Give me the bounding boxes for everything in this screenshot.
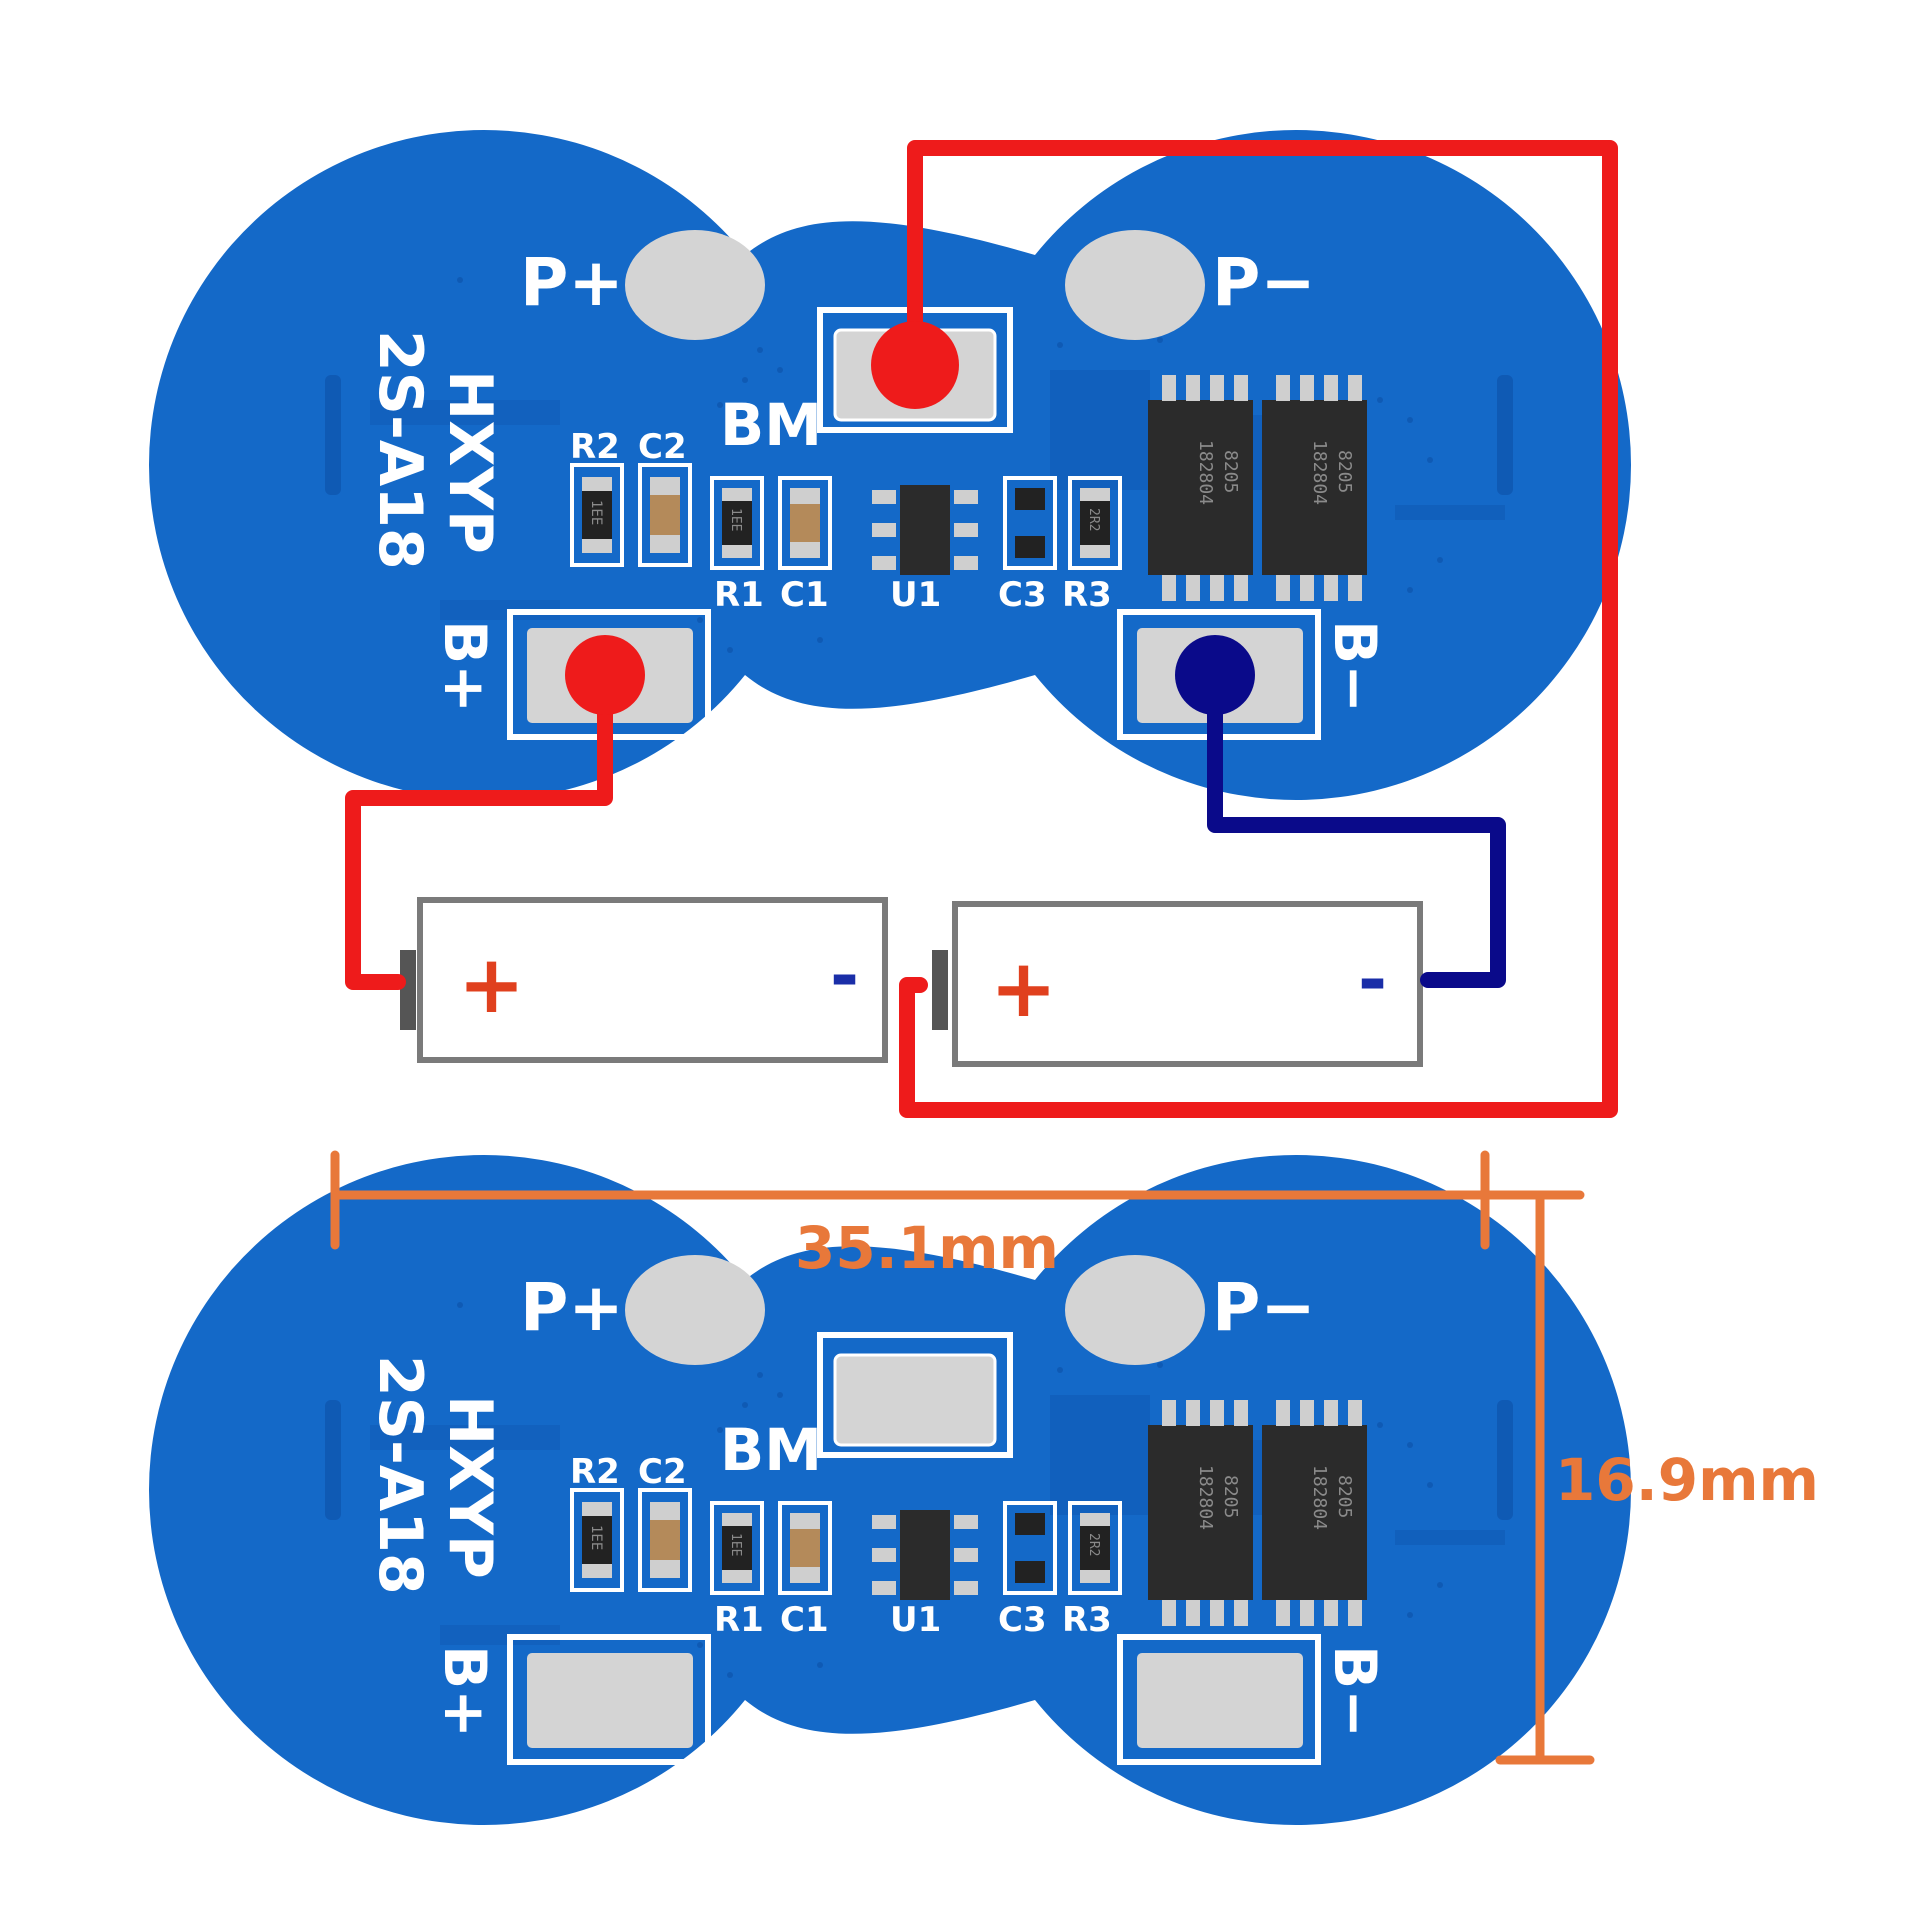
r1-marking: 1EE	[728, 508, 743, 531]
model-line1: HXYP	[435, 1395, 505, 1579]
r1-label: R1	[714, 1600, 764, 1640]
bm-label: BM	[720, 391, 822, 459]
c1-label: C1	[780, 1600, 829, 1640]
b-minus-label: B−	[1321, 1645, 1389, 1738]
b-minus-label: B−	[1321, 620, 1389, 713]
r3-label: R3	[1062, 575, 1112, 615]
c2-label: C2	[638, 1452, 687, 1492]
mosfet-left-mark1: 8205	[1220, 1475, 1241, 1518]
b-plus-label: B+	[431, 620, 499, 713]
bms-board-top: P+ P− BM B+ B− HXYP 2S-A18 R2 C2 R1 C1 U…	[149, 130, 1631, 800]
mosfet-right-mark2: 182804	[1309, 440, 1330, 505]
cell-1-minus: -	[830, 935, 859, 1017]
bms-board-bottom: P+ P− BM B+ B− HXYP 2S-A18 R2 C2 R1 C1 U…	[149, 1155, 1631, 1825]
b-minus-wire	[1207, 667, 1506, 988]
b-minus-dot	[1175, 635, 1255, 715]
u1-label: U1	[890, 1600, 941, 1640]
battery-cell-2: + -	[932, 901, 1423, 1067]
p-minus-label: P−	[1212, 244, 1316, 321]
c3-label: C3	[998, 1600, 1047, 1640]
r1-label: R1	[714, 575, 764, 615]
mosfet-right-mark2: 182804	[1309, 1465, 1330, 1530]
r2-marking: 1EE	[588, 500, 604, 525]
cell-1-plus: +	[458, 938, 525, 1031]
model-line2: 2S-A18	[365, 1355, 435, 1595]
model-line2: 2S-A18	[365, 330, 435, 570]
r2-label: R2	[570, 427, 620, 467]
p-minus-label: P−	[1212, 1269, 1316, 1346]
mosfet-left-mark2: 182804	[1195, 1465, 1216, 1530]
b-plus-label: B+	[431, 1645, 499, 1738]
height-dimension-label: 16.9mm	[1555, 1446, 1819, 1514]
c1-label: C1	[780, 575, 829, 615]
r3-marking: 2R2	[1086, 1533, 1101, 1556]
b-plus-wire	[345, 667, 613, 990]
mosfet-left-mark1: 8205	[1220, 450, 1241, 493]
p-plus-label: P+	[520, 1269, 624, 1346]
bm-dot	[871, 321, 959, 409]
r3-marking: 2R2	[1086, 508, 1101, 531]
bm-label: BM	[720, 1416, 822, 1484]
p-plus-label: P+	[520, 244, 624, 321]
b-plus-dot	[565, 635, 645, 715]
height-dimension	[1495, 1195, 1595, 1765]
width-dimension	[330, 1150, 1585, 1250]
r3-label: R3	[1062, 1600, 1112, 1640]
u1-label: U1	[890, 575, 941, 615]
c3-label: C3	[998, 575, 1047, 615]
width-dimension-label: 35.1mm	[795, 1214, 1059, 1282]
r2-label: R2	[570, 1452, 620, 1492]
r1-marking: 1EE	[728, 1533, 743, 1556]
mosfet-right-mark1: 8205	[1334, 1475, 1355, 1518]
r2-marking: 1EE	[588, 1525, 604, 1550]
mosfet-right-mark1: 8205	[1334, 450, 1355, 493]
c2-label: C2	[638, 427, 687, 467]
bm-wire	[899, 140, 1618, 1118]
cell-2-plus: +	[990, 942, 1057, 1035]
wiring	[345, 140, 1618, 1118]
mosfet-left-mark2: 182804	[1195, 440, 1216, 505]
cell-2-minus: -	[1358, 939, 1387, 1021]
model-line1: HXYP	[435, 370, 505, 554]
battery-cell-1: + -	[400, 897, 888, 1063]
